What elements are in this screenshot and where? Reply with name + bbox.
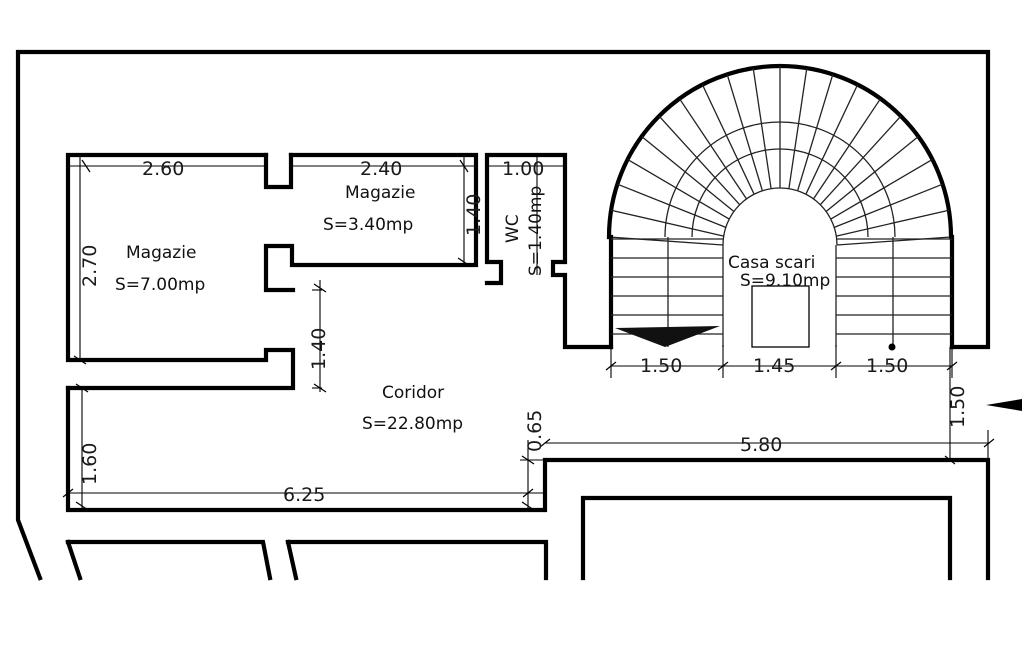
- stair-tread-radial-12: [796, 74, 834, 191]
- stair-central-box: [751, 285, 810, 348]
- stair-tread-radial-4: [641, 135, 735, 213]
- room-name-wc: WC: [503, 214, 523, 243]
- room-name-casa-scari: Casa scari: [728, 253, 815, 273]
- room-area-magazie-small: S=3.40mp: [323, 215, 413, 235]
- dim-door-gap: 1.40: [308, 328, 330, 370]
- dim-corridor-bottom: 6.25: [283, 484, 325, 506]
- stair-tread-radial-19: [836, 209, 950, 237]
- room-area-magazie-large: S=7.00mp: [115, 275, 205, 295]
- stair-tread-radial-18: [833, 183, 943, 229]
- dim-step-height: 0.65: [524, 410, 546, 452]
- room-area-casa-scari: S=9.10mp: [740, 271, 830, 291]
- room-area-wc: S=1.40mp: [526, 186, 546, 276]
- stair-inner-arc: [722, 187, 838, 246]
- stair-tread-radial-5: [658, 115, 741, 206]
- room-name-magazie-small: Magazie: [345, 183, 415, 203]
- stair-tread-radial-1: [610, 209, 724, 237]
- dim-stair-right: 1.50: [866, 355, 908, 377]
- dim-stair-left: 1.50: [640, 355, 682, 377]
- stair-tread-radial-15: [819, 115, 902, 206]
- room-name-coridor: Coridor: [382, 383, 444, 403]
- stair-tread-radial-2: [617, 183, 727, 229]
- stair-tread-radial-0: [608, 236, 724, 246]
- outer-walls: [15, 49, 991, 581]
- stair-tread-radial-14: [812, 98, 882, 200]
- stair-tread-radial-3: [627, 158, 730, 220]
- dim-stair-side: 1.50: [947, 386, 969, 428]
- stair-tread-radial-20: [836, 236, 952, 246]
- room-name-magazie-large: Magazie: [126, 243, 196, 263]
- dim-stair-mid: 1.45: [753, 355, 795, 377]
- stair-tread-radial-8: [726, 74, 764, 191]
- stair-tread-radial-17: [830, 158, 933, 220]
- stair-tread-radial-11: [788, 68, 808, 189]
- dim-magazie-small-width: 2.40: [360, 158, 402, 180]
- dim-magazie-small-height: 1.40: [463, 194, 485, 236]
- dim-corridor-left-height: 1.60: [79, 443, 101, 485]
- room-area-coridor: S=22.80mp: [362, 414, 463, 434]
- stair-tread-radial-6: [678, 98, 748, 200]
- corridor-walls: [65, 385, 991, 581]
- stair-tread-radial-7: [701, 84, 755, 195]
- stair-landing-marker: [615, 326, 720, 347]
- dim-corridor-right: 5.80: [740, 434, 782, 456]
- staircase: [606, 63, 955, 350]
- dim-magazie-large-height: 2.70: [79, 245, 101, 287]
- dim-wc-width: 1.00: [502, 158, 544, 180]
- dimension-lines: [62, 157, 1022, 511]
- dim-magazie-large-width: 2.60: [142, 158, 184, 180]
- magazie-large-walls: [65, 152, 479, 391]
- stair-tread-radial-9: [752, 68, 772, 189]
- stair-tread-radial-16: [825, 135, 919, 213]
- stair-tread-radial-13: [805, 84, 859, 195]
